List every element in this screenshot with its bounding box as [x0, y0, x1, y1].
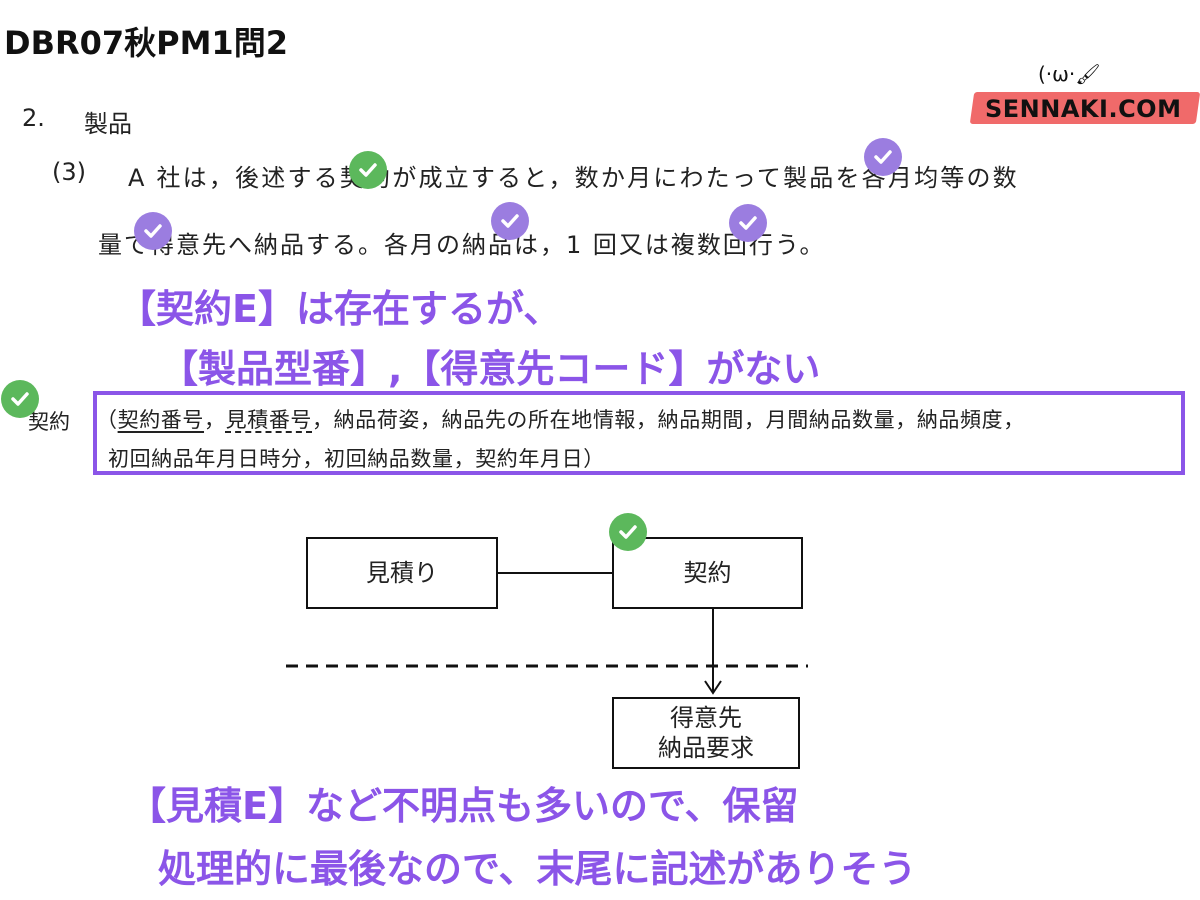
attr-open-paren: （: [96, 408, 118, 432]
entity-box-keiyaku: 契約: [612, 537, 803, 609]
logo-face: (·ω·🖌: [1038, 62, 1101, 86]
attr-separator: ，: [204, 408, 226, 432]
primary-key: 契約番号: [117, 408, 205, 432]
entity-box-mitsumori: 見積り: [306, 537, 498, 609]
section-name: 製品: [84, 110, 132, 138]
box-request-line1: 得意先: [670, 704, 742, 732]
check-icon: [491, 202, 529, 240]
entity-label: 契約: [28, 410, 70, 434]
note-missing-keys: 【製品型番】,【得意先コード】がない: [160, 347, 821, 391]
attribute-highlight-box: [93, 391, 1185, 475]
box-request-line2: 納品要求: [658, 734, 754, 762]
attr-rest: ，納品荷姿，納品先の所在地情報，納品期間，月間納品数量，納品頻度，: [312, 408, 1025, 432]
check-icon: [134, 212, 172, 250]
arrow-head: [704, 680, 722, 695]
note-end-description: 処理的に最後なので、末尾に記述がありそう: [158, 847, 917, 891]
check-icon: [729, 204, 767, 242]
item-text-line2: 量で得意先へ納品する。各月の納品は，1 回又は複数回行う。: [98, 231, 826, 259]
logo-text[interactable]: SENNAKI.COM: [985, 95, 1182, 123]
item-number: (3): [52, 158, 86, 186]
entity-box-customer-request: 得意先 納品要求: [612, 697, 800, 769]
check-icon: [609, 513, 647, 551]
note-contract-entity: 【契約E】は存在するが、: [118, 287, 562, 331]
check-icon: [864, 138, 902, 176]
attribute-line1: （契約番号，見積番号，納品荷姿，納品先の所在地情報，納品期間，月間納品数量，納品…: [96, 404, 1025, 434]
note-estimate-hold: 【見積E】など不明点も多いので、保留: [128, 784, 799, 828]
page-title: DBR07秋PM1問2: [4, 24, 288, 62]
foreign-key: 見積番号: [225, 408, 313, 432]
attribute-line2: 初回納品年月日時分，初回納品数量，契約年月日）: [108, 447, 605, 471]
check-icon: [1, 380, 39, 418]
check-icon: [349, 151, 387, 189]
section-number: 2.: [22, 104, 45, 132]
